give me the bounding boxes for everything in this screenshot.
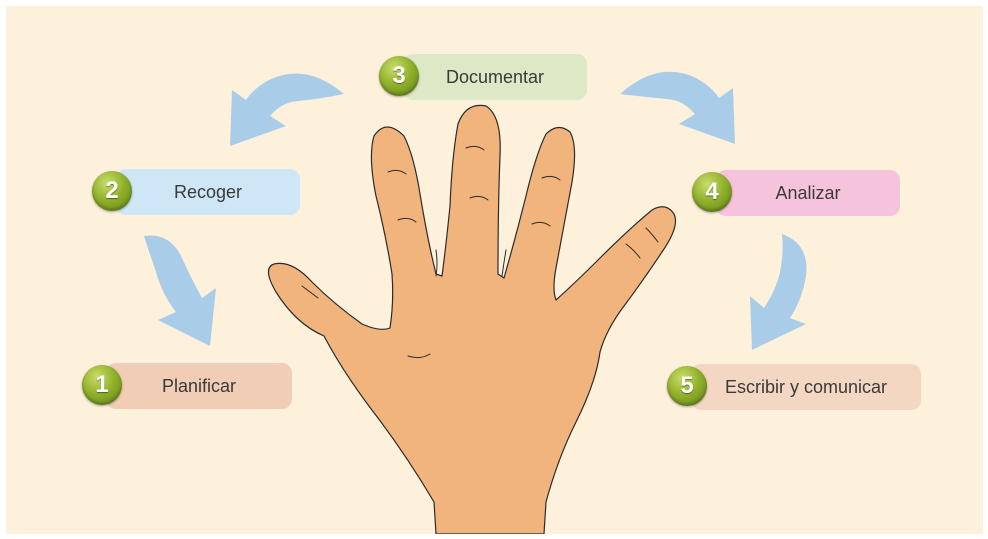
step-label: Documentar bbox=[446, 67, 544, 88]
step-3-documentar: Documentar 3 bbox=[379, 54, 587, 100]
step-label: Analizar bbox=[775, 183, 840, 204]
step-4-analizar: Analizar 4 bbox=[692, 170, 900, 216]
hand-icon bbox=[268, 105, 675, 534]
curved-arrow-left-down bbox=[144, 235, 216, 346]
step-label-pill: Recoger bbox=[116, 169, 300, 215]
step-number-badge: 5 bbox=[667, 366, 707, 406]
step-label: Escribir y comunicar bbox=[725, 377, 887, 398]
step-number-badge: 3 bbox=[379, 56, 419, 96]
step-2-recoger: Recoger 2 bbox=[92, 169, 300, 215]
curved-arrow-left-top bbox=[230, 74, 344, 146]
step-label: Recoger bbox=[174, 182, 242, 203]
curved-arrow-right-down bbox=[750, 234, 807, 350]
step-label-pill: Planificar bbox=[106, 363, 292, 409]
step-1-planificar: Planificar 1 bbox=[82, 363, 292, 409]
step-label-pill: Analizar bbox=[716, 170, 900, 216]
step-label-pill: Documentar bbox=[403, 54, 587, 100]
step-5-escribir-y-comunicar: Escribir y comunicar 5 bbox=[667, 364, 921, 410]
step-number-badge: 4 bbox=[692, 172, 732, 212]
step-number-badge: 1 bbox=[82, 365, 122, 405]
process-diagram: Planificar 1 Recoger 2 Documentar 3 Anal… bbox=[6, 6, 983, 534]
curved-arrow-right-top bbox=[620, 72, 735, 144]
step-number-badge: 2 bbox=[92, 171, 132, 211]
step-label: Planificar bbox=[162, 376, 236, 397]
step-label-pill: Escribir y comunicar bbox=[691, 364, 921, 410]
